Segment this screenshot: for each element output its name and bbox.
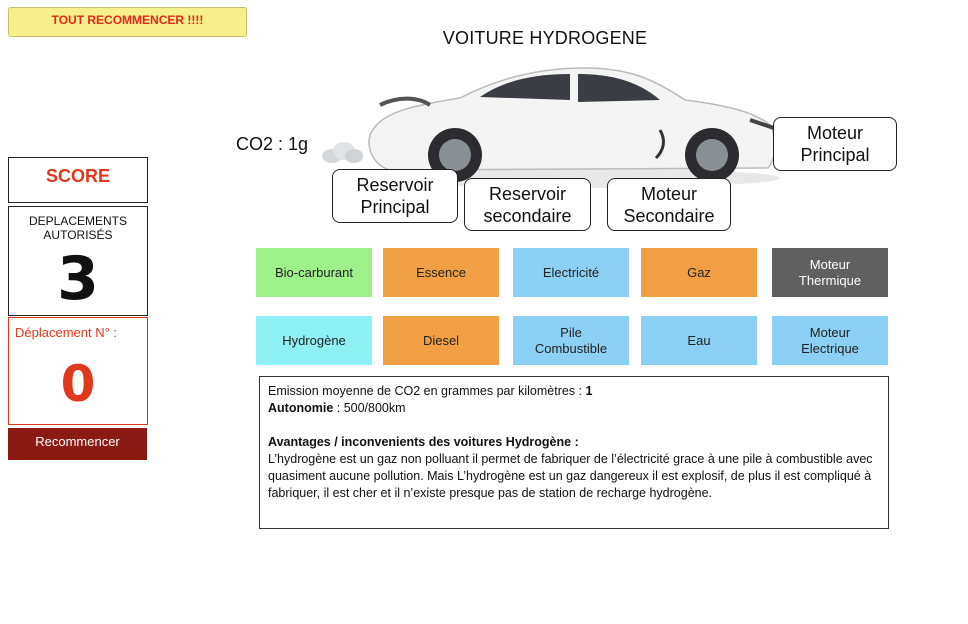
moves-allowed-value: 3 <box>57 244 99 314</box>
reset-all-button[interactable]: TOUT RECOMMENCER !!!! <box>8 7 247 37</box>
tile-gaz[interactable]: Gaz <box>641 248 757 297</box>
tile-diesel[interactable]: Diesel <box>383 316 499 365</box>
tile-label: Diesel <box>422 332 460 348</box>
tile-label: Eau <box>687 332 711 348</box>
emission-value: 1 <box>585 384 593 398</box>
tile-label: Moteur <box>809 324 851 340</box>
slot-label-line: Reservoir <box>488 183 567 204</box>
tile-pile-combustible[interactable]: Pile Combustible <box>513 316 629 365</box>
moves-label-line: DEPLACEMENTS <box>28 214 128 228</box>
tile-electricite[interactable]: Electricité <box>513 248 629 297</box>
tile-essence[interactable]: Essence <box>383 248 499 297</box>
move-number-value: 0 <box>60 355 96 413</box>
tile-label: Thermique <box>798 272 862 288</box>
tile-label: Electrique <box>801 340 859 356</box>
tile-eau[interactable]: Eau <box>641 316 757 365</box>
move-number-panel: Déplacement N° : 0 <box>8 317 148 425</box>
pros-cons-title: Avantages / inconvenients des voitures H… <box>268 434 880 451</box>
autonomy-line: Autonomie : 500/800km <box>268 400 880 417</box>
tile-label: Moteur <box>809 256 851 272</box>
tile-label: Hydrogène <box>282 332 346 348</box>
slot-label-line: Secondaire <box>623 205 715 226</box>
slot-label-line: Reservoir <box>356 175 434 195</box>
slot-reservoir-secondaire[interactable]: Reservoir secondaire <box>464 178 591 231</box>
tile-label: Essence <box>416 264 466 280</box>
autonomy-value: : 500/800km <box>333 401 406 415</box>
slot-reservoir-principal[interactable]: Reservoir Principal <box>332 169 458 223</box>
emission-line: Emission moyenne de CO2 en grammes par k… <box>268 383 880 400</box>
tile-moteur-thermique[interactable]: Moteur Thermique <box>772 248 888 297</box>
slot-label-line: secondaire <box>483 205 572 226</box>
restart-button[interactable]: Recommencer <box>8 428 147 460</box>
slot-label-line: Moteur <box>640 183 698 204</box>
tile-label: Gaz <box>687 264 711 280</box>
tile-hydrogene[interactable]: Hydrogène <box>256 316 372 365</box>
slot-moteur-secondaire[interactable]: Moteur Secondaire <box>607 178 731 231</box>
co2-label: CO2 : 1g <box>236 134 309 154</box>
pros-cons-title-text: Avantages / inconvenients des voitures H… <box>268 435 579 449</box>
tile-label: Pile <box>560 324 582 340</box>
score-title: SCORE <box>8 157 148 203</box>
tile-bio-carburant[interactable]: Bio-carburant <box>256 248 372 297</box>
car-image <box>368 67 780 188</box>
moves-label-line: AUTORISÉS <box>43 228 113 242</box>
move-number-label: Déplacement N° : <box>15 325 118 340</box>
info-panel: Emission moyenne de CO2 en grammes par k… <box>259 376 889 529</box>
slot-label-line: Moteur <box>806 123 864 143</box>
slot-label-line: Principal <box>360 197 430 217</box>
autonomy-label: Autonomie <box>268 401 334 415</box>
emission-text: Emission moyenne de CO2 en grammes par k… <box>268 384 586 398</box>
page-title: VOITURE HYDROGENE <box>442 28 648 48</box>
tile-label: Bio-carburant <box>274 264 354 280</box>
slot-moteur-principal[interactable]: Moteur Principal <box>773 117 897 171</box>
tile-moteur-electrique[interactable]: Moteur Electrique <box>772 316 888 365</box>
moves-allowed-panel: DEPLACEMENTS AUTORISÉS 3 <box>8 206 148 316</box>
slot-label-line: Principal <box>800 145 870 165</box>
moves-allowed-label: DEPLACEMENTS AUTORISÉS <box>9 214 147 242</box>
tile-label: Electricité <box>542 264 600 280</box>
pros-cons-text: L’hydrogène est un gaz non polluant il p… <box>268 452 873 500</box>
tile-label: Combustible <box>534 340 608 356</box>
co2-cloud-icon <box>322 142 363 163</box>
